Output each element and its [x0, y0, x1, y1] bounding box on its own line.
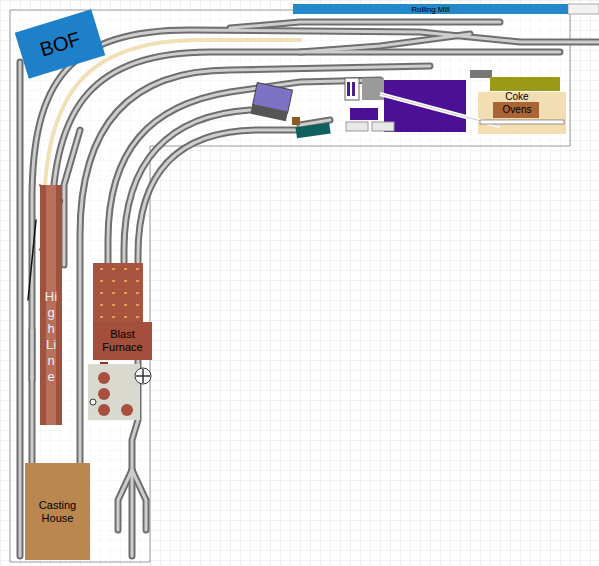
stoves — [93, 263, 143, 323]
structure — [347, 82, 350, 96]
tracks — [20, 22, 599, 556]
mill-building — [350, 108, 378, 120]
drawing-part — [300, 34, 470, 52]
drawing-part — [230, 22, 500, 28]
structure — [362, 78, 384, 100]
drawing-part — [17, 62, 24, 556]
shed — [251, 83, 293, 122]
structure — [345, 78, 359, 100]
drawing-part — [108, 80, 380, 265]
drawing-part — [132, 130, 296, 556]
drawing-part — [121, 404, 133, 416]
structure — [470, 70, 492, 78]
node-text: Casting House — [29, 499, 86, 525]
drawing-part — [98, 404, 110, 416]
drawing-part — [31, 330, 34, 380]
structure — [372, 122, 394, 131]
drawing-part — [98, 388, 110, 400]
furnace-yard — [88, 364, 140, 420]
compass — [135, 368, 151, 384]
building-label: Coke Ovens — [490, 89, 544, 117]
drawing-part — [64, 130, 80, 265]
oven-track — [480, 120, 564, 124]
drawing-part — [230, 22, 500, 28]
node-text: Blast Furnace — [96, 328, 149, 354]
high-line-strip — [40, 185, 62, 425]
node-text: BOF — [37, 27, 83, 61]
drawing-part — [28, 220, 36, 300]
shed-base — [251, 104, 288, 121]
drawing-part — [32, 30, 599, 465]
drawing-part — [98, 372, 110, 384]
drawing-part — [80, 66, 430, 556]
drawing-part — [64, 130, 80, 265]
drawing-part — [118, 470, 132, 530]
drawing-part — [29, 330, 36, 380]
building-box: Casting House — [25, 463, 90, 560]
node-text: High Line — [45, 289, 58, 385]
node-text: Coke Ovens — [490, 90, 544, 116]
drawing-part — [20, 22, 599, 556]
drawing-part — [19, 62, 22, 556]
drawing-part — [132, 130, 296, 556]
drawing-part — [132, 470, 146, 530]
drawing-part — [108, 80, 380, 265]
drawing-part — [118, 470, 132, 530]
compass-cross — [136, 369, 150, 383]
coke-bin — [490, 77, 560, 91]
car — [292, 117, 300, 125]
drawing-part — [132, 470, 146, 530]
drawing-part — [300, 34, 470, 52]
vertical-label: High Line — [43, 262, 59, 412]
furnace-tanks — [98, 372, 133, 416]
marker — [90, 399, 96, 405]
building-band: Rolling Mill — [293, 4, 568, 14]
drawing-part — [80, 66, 430, 556]
structure — [352, 82, 355, 96]
high-line-approach — [44, 40, 300, 265]
locomotive — [295, 123, 330, 139]
structure — [346, 122, 368, 131]
node-text: Rolling Mill — [411, 5, 450, 14]
building-box: Blast Furnace — [93, 322, 152, 360]
drawing-part — [32, 30, 599, 465]
benchwork — [10, 10, 570, 562]
mill-end — [568, 4, 599, 14]
building-box: BOF — [15, 9, 106, 78]
drawing-part — [20, 22, 599, 556]
